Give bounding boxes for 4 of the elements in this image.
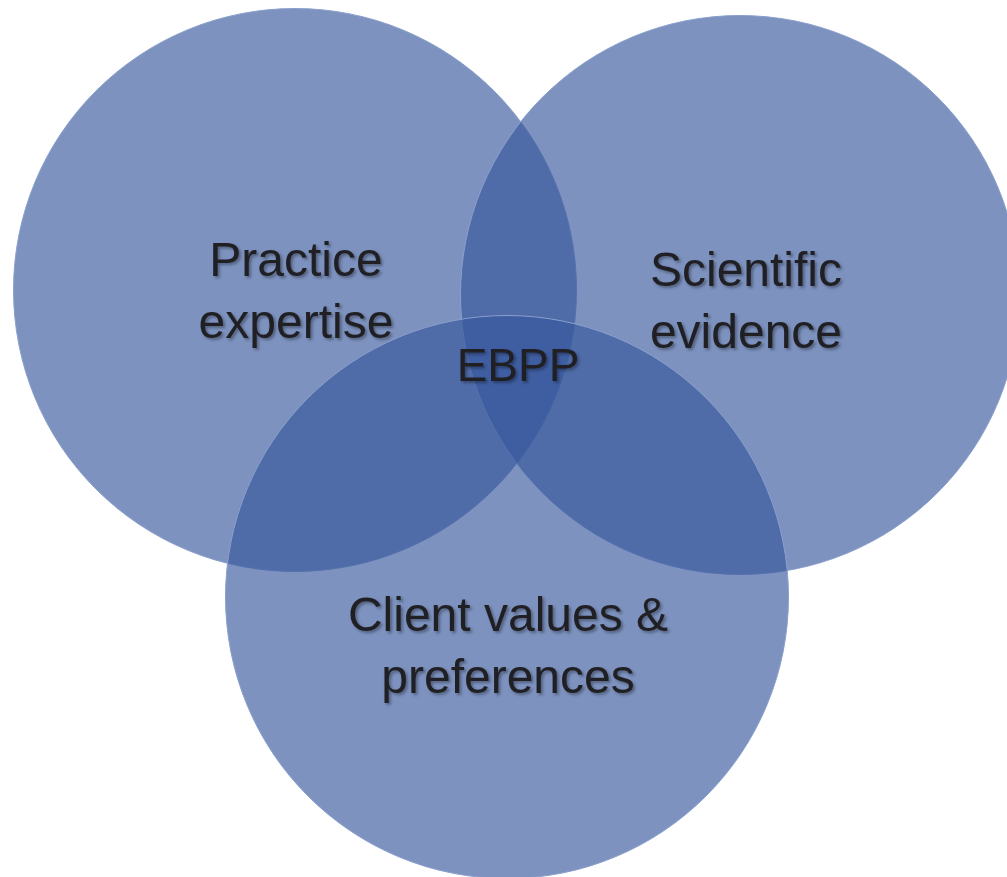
circle-label: Client values & preferences [346,587,670,706]
circle-label: Scientific evidence [648,242,844,361]
intersection-label: EBPP [455,342,581,388]
circle-label: Practice expertise [197,232,395,351]
